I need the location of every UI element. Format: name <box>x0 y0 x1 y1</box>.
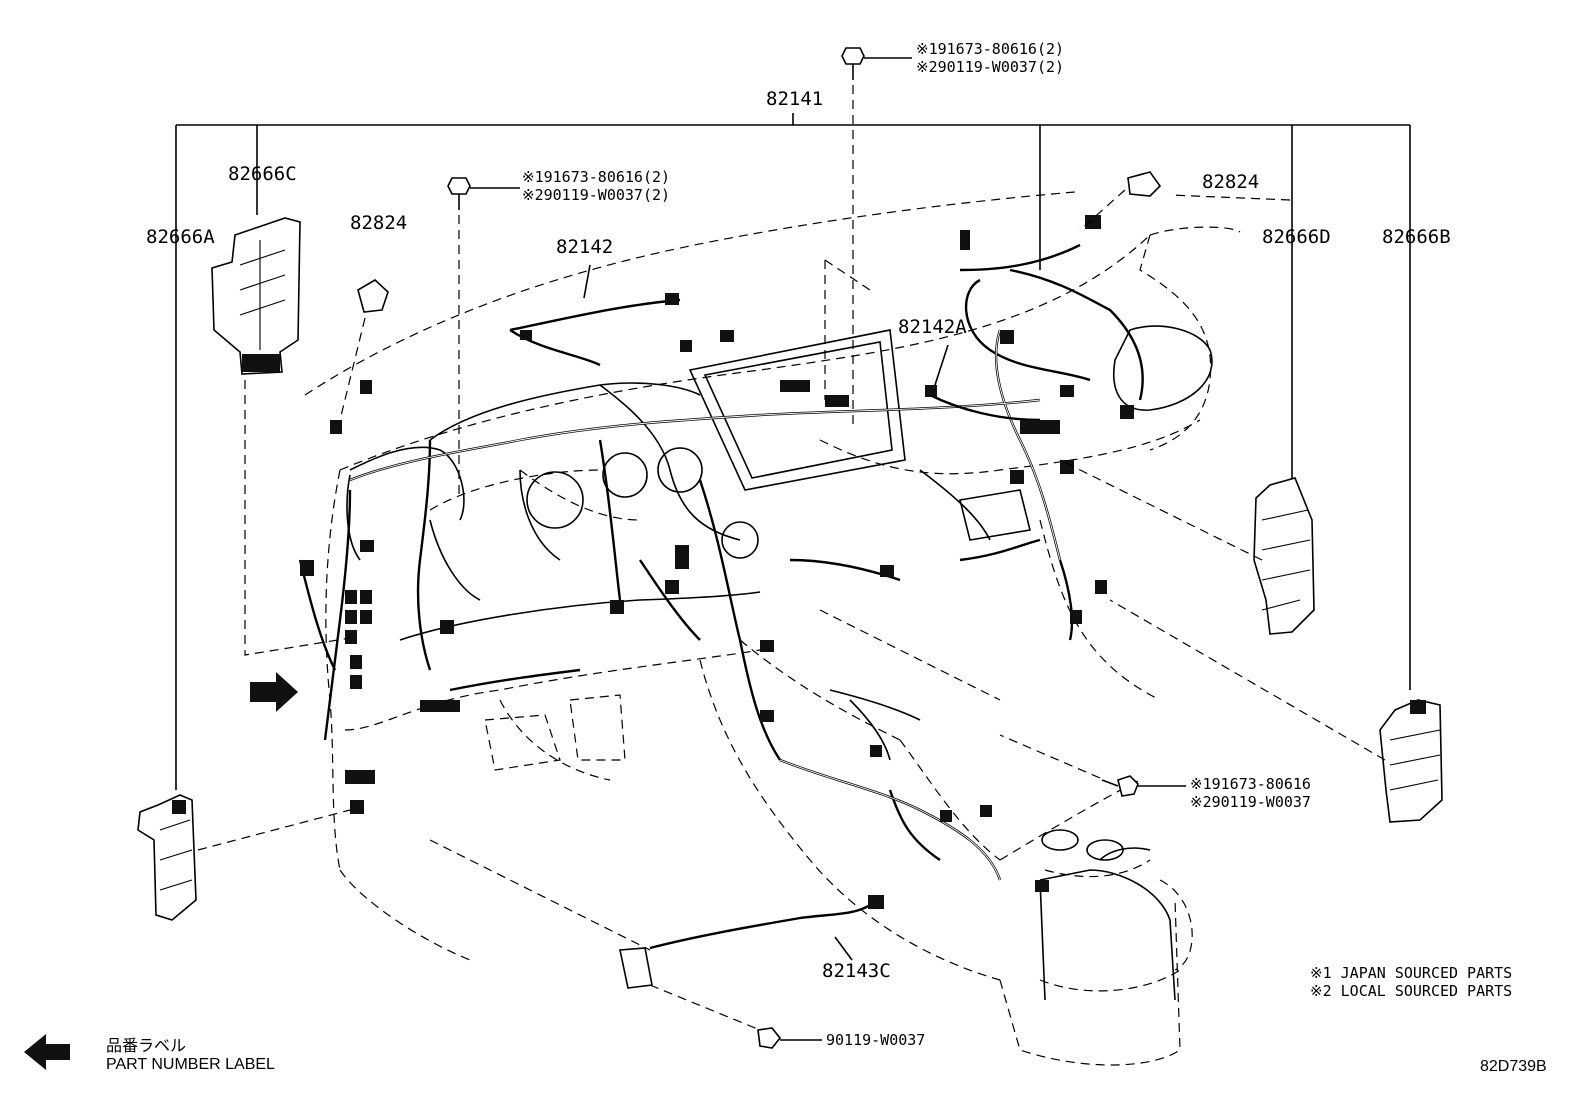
bracket-82666b <box>1379 699 1443 823</box>
bolt-note-upper-middle: ※191673-80616(2) ※290119-W0037(2) <box>522 168 670 204</box>
clip-82824-left <box>357 279 389 313</box>
bracket-82666a <box>137 794 197 921</box>
main-harness <box>298 243 1144 881</box>
footnote-japan: ※1 JAPAN SOURCED PARTS <box>1310 964 1513 982</box>
bolt-lower-right-icon <box>999 734 1186 797</box>
label-82142: 82142 <box>556 236 614 258</box>
bolt-note-bottom: 90119-W0037 <box>826 1031 926 1049</box>
wire-82142 <box>509 264 681 367</box>
bolt-upper-middle-icon <box>447 177 520 500</box>
bolt-note-upper-middle-line1: ※191673-80616(2) <box>522 168 671 186</box>
leader-82141 <box>175 113 1411 790</box>
bracket-82666c <box>211 217 301 375</box>
label-82142a: 82142A <box>898 316 967 338</box>
label-82666a: 82666A <box>146 226 215 248</box>
diagram-code: 82D739B <box>1480 1058 1547 1075</box>
bolt-note-upper-middle-line2: ※290119-W0037(2) <box>522 186 671 204</box>
footnote-local: ※2 LOCAL SOURCED PARTS <box>1310 982 1513 1000</box>
legend-en-label: PART NUMBER LABEL <box>106 1056 275 1073</box>
bolt-note-top-center-line2: ※290119-W0037(2) <box>916 58 1065 76</box>
bracket-82666d <box>1253 477 1315 635</box>
bolt-top-center-icon <box>841 47 912 430</box>
connectors <box>300 215 1134 892</box>
dashed-leaders <box>197 189 1386 951</box>
label-82824-left: 82824 <box>350 212 408 234</box>
bolt-note-lower-right-line2: ※290119-W0037 <box>1190 793 1311 811</box>
label-82141: 82141 <box>766 88 824 110</box>
label-82666d: 82666D <box>1262 226 1331 248</box>
label-82666c: 82666C <box>228 163 297 185</box>
label-82666b: 82666B <box>1382 226 1451 248</box>
bolt-note-top-center-line1: ※191673-80616(2) <box>916 40 1065 58</box>
bolt-note-lower-right: ※191673-80616 ※290119-W0037 <box>1190 775 1311 811</box>
label-82143c: 82143C <box>822 960 891 982</box>
instrument-panel <box>346 325 1213 1001</box>
footnotes: ※1 JAPAN SOURCED PARTS ※2 LOCAL SOURCED … <box>1310 964 1512 1000</box>
wire-82142a <box>925 344 1041 422</box>
bolt-bottom-icon <box>757 1027 822 1049</box>
wire-82143c <box>619 895 884 1031</box>
part-number-label-arrow-icon <box>24 1034 70 1070</box>
bolt-note-top-center: ※191673-80616(2) ※290119-W0037(2) <box>916 40 1064 76</box>
clip-82824-right <box>1127 171 1162 197</box>
label-82824-right: 82824 <box>1202 171 1260 193</box>
front-arrow-icon <box>250 672 298 712</box>
bolt-note-lower-right-line1: ※191673-80616 <box>1190 775 1311 793</box>
legend-jp-label: 品番ラベル <box>106 1038 187 1055</box>
